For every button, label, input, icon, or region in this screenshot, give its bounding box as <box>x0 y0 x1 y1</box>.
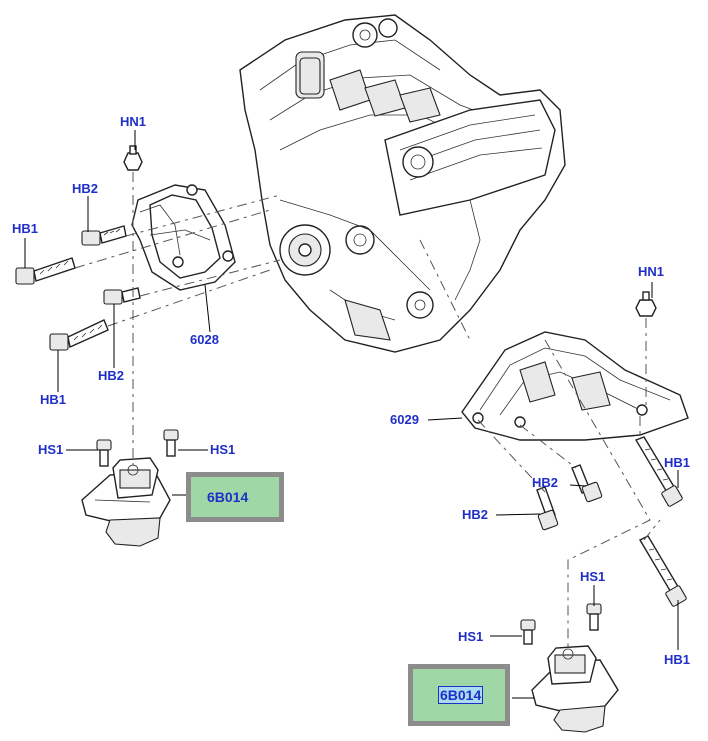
bolt-hb1-left-bottom <box>49 319 109 351</box>
bolt-hs1-right-b <box>586 603 602 631</box>
callout-hn1-right[interactable]: HN1 <box>638 264 665 279</box>
left-bracket-6028 <box>131 184 236 291</box>
bolt-hb2-right-b <box>536 486 559 531</box>
callout-hn1-left[interactable]: HN1 <box>120 114 147 129</box>
callout-hb2-left-top[interactable]: HB2 <box>72 181 99 196</box>
bolt-hs1-left-b <box>163 429 179 457</box>
part-box-left-6b014[interactable]: 6B014 <box>186 472 284 522</box>
part-box-right-6b014[interactable]: 6B014 <box>408 664 510 726</box>
callout-6028[interactable]: 6028 <box>190 332 219 347</box>
bolt-hb2-right-a <box>571 464 603 503</box>
callout-hs1-right-a[interactable]: HS1 <box>580 569 606 584</box>
bolt-hs1-left-a <box>96 439 112 467</box>
assembly-lines <box>74 172 661 650</box>
right-bracket-6029 <box>461 331 689 441</box>
leader-lines <box>24 130 679 699</box>
bolt-hb1-right-top <box>634 436 683 507</box>
bolt-hb2-left-top <box>81 225 127 246</box>
engine-assembly <box>239 14 566 353</box>
callout-hs1-left-b[interactable]: HS1 <box>210 442 236 457</box>
bolt-hb1-left-top <box>15 257 76 285</box>
bolt-hn1-right <box>635 291 657 317</box>
callout-hs1-right-b[interactable]: HS1 <box>458 629 484 644</box>
callout-hb1-left-bottom[interactable]: HB1 <box>40 392 67 407</box>
callout-hb2-left-bottom[interactable]: HB2 <box>98 368 125 383</box>
bolt-hs1-right-a <box>520 619 536 645</box>
bolt-hn1-left <box>123 145 143 171</box>
callout-hb2-right-b[interactable]: HB2 <box>462 507 489 522</box>
right-mount-6b014 <box>531 645 619 733</box>
callout-hb1-right-top[interactable]: HB1 <box>664 455 691 470</box>
callout-6029[interactable]: 6029 <box>390 412 419 427</box>
part-number-right: 6B014 <box>437 686 484 704</box>
bolt-hb1-right-bottom <box>639 535 687 607</box>
bolt-hb2-left-bottom <box>103 287 141 305</box>
left-mount-6b014 <box>81 457 171 547</box>
part-number-left: 6B014 <box>207 489 249 505</box>
callout-hs1-left-a[interactable]: HS1 <box>38 442 64 457</box>
callout-hb2-right-a[interactable]: HB2 <box>532 475 559 490</box>
callout-hb1-left-top[interactable]: HB1 <box>12 221 39 236</box>
callout-hb1-right-bottom[interactable]: HB1 <box>664 652 691 667</box>
